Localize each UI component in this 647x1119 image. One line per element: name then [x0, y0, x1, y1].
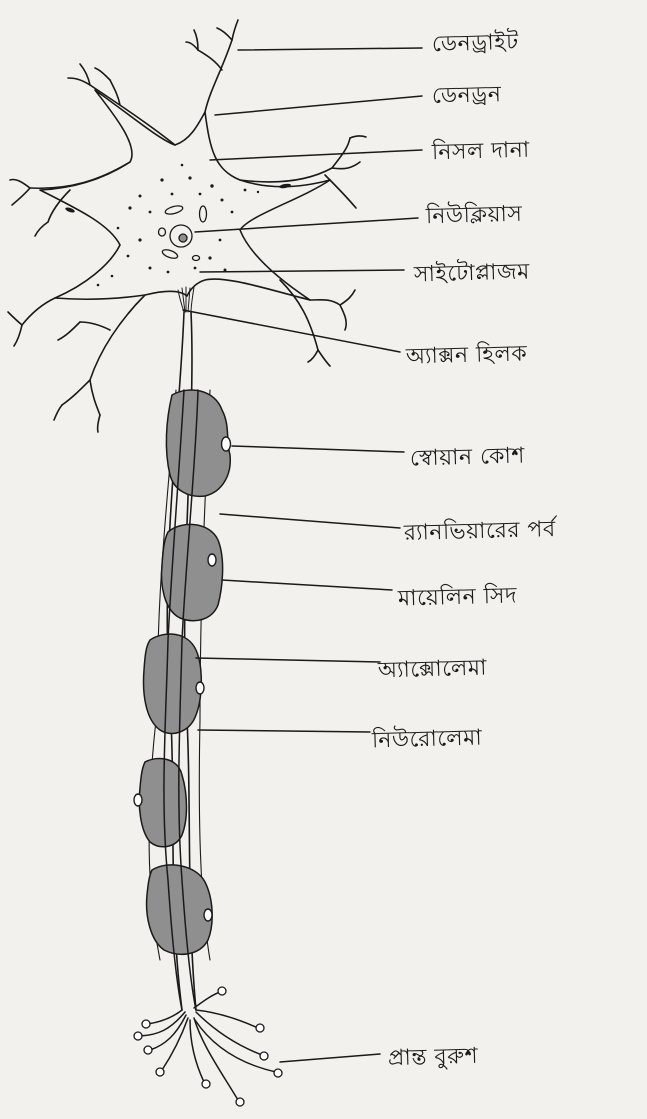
dendrite-right [240, 168, 332, 182]
label-dendron: ডেনড্রন [432, 77, 502, 116]
label-myelin-sheath: মায়েলিন সিদ [398, 578, 518, 618]
dendrite-top [205, 40, 232, 112]
label-neurolemma: নিউরোলেমা [372, 721, 483, 761]
label-nucleus: নিউক্লিয়াস [426, 197, 523, 237]
label-terminal-arborization: প্রান্ত বুরুশ [388, 1039, 479, 1078]
label-dendrite: ডেনড্রাইট [432, 25, 520, 64]
label-node-of-ranvier: র‍্যানভিয়ারের পর্ব [404, 512, 557, 553]
label-axolemma: অ্যাক্সোলেমা [378, 651, 488, 691]
label-cytoplasm: সাইটোপ্লাজম [414, 254, 531, 294]
dendrite-lower-right [280, 280, 318, 350]
label-nissl-granules: নিসল দানা [432, 133, 531, 173]
label-axon-hillock: অ্যাক্সন হিলক [406, 336, 528, 376]
axon-hillock [178, 287, 194, 312]
schwann-cells [139, 390, 230, 954]
label-schwann-cell: স্বোয়ান কোশ [410, 439, 526, 479]
cell-body-outline [40, 90, 330, 300]
dendrite-lower-left [90, 295, 145, 380]
dendrite-top-left [90, 85, 175, 145]
